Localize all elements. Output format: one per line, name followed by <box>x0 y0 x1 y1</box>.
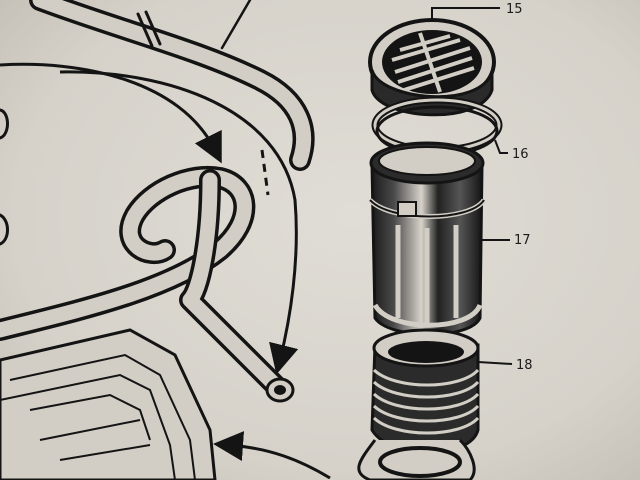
arrow-to-loop <box>0 62 222 164</box>
part-18-neck <box>357 328 480 480</box>
hose-assembly <box>0 0 315 403</box>
arrow-to-hose-end <box>59 70 299 375</box>
callout-17: 17 <box>514 233 531 248</box>
callout-18: 18 <box>516 358 533 373</box>
part-15-cap <box>368 18 496 117</box>
leader-lines <box>431 7 513 365</box>
tank-housing <box>0 328 217 480</box>
arrow-bottom <box>213 431 331 480</box>
leader-18 <box>477 361 513 365</box>
flow-arrows <box>0 62 331 480</box>
leader-16 <box>494 139 508 154</box>
leader-15 <box>431 7 500 22</box>
callout-15: 15 <box>506 2 523 17</box>
callout-16: 16 <box>512 147 529 162</box>
part-17-strainer <box>368 141 487 336</box>
